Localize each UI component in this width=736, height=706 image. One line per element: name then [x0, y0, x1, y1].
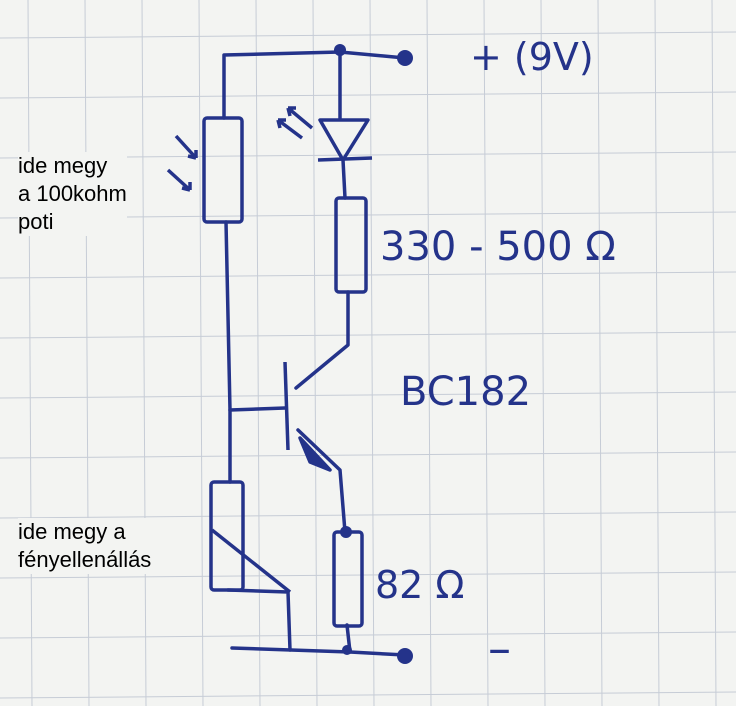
led-resistor-symbol — [334, 196, 368, 294]
grid-line — [0, 691, 736, 699]
handwritten-labels: + (9V) 330 - 500 Ω BC182 82 Ω – — [375, 35, 616, 675]
led-bar — [317, 156, 373, 162]
grid-line — [369, 0, 375, 706]
emitter-resistor-symbol — [332, 530, 364, 628]
emitter-resistor-label: 82 Ω — [375, 563, 464, 607]
grid-line — [597, 0, 603, 706]
grid-line — [0, 391, 736, 399]
transistor-emitter-arrow-icon — [298, 436, 332, 472]
ground-terminal-dot — [397, 648, 413, 664]
potentiometer-note: ide megy a 100kohm poti — [18, 152, 127, 236]
grid-line — [0, 451, 736, 459]
led-to-resistor-wire — [341, 158, 347, 200]
top-node-dot — [334, 44, 346, 56]
grid-line — [540, 0, 546, 706]
grid-line — [654, 0, 660, 706]
supply-terminal-dot — [397, 50, 413, 66]
grid-line — [141, 0, 147, 706]
base-wire — [228, 406, 287, 412]
grid-line — [0, 631, 736, 639]
emitter-wire — [296, 428, 347, 534]
pot-light-arrow-icon — [174, 134, 198, 160]
grid-line — [426, 0, 432, 706]
photoresistor-note: ide megy a fényellenállás — [18, 518, 152, 574]
ground-label: – — [488, 621, 511, 675]
grid-line — [0, 511, 736, 519]
grid-line — [84, 0, 90, 706]
led-triangle — [318, 118, 370, 162]
bottom-rail-wire — [230, 646, 407, 657]
grid-line — [483, 0, 489, 706]
grid-line — [255, 0, 261, 706]
led-light-arrow-icon — [286, 106, 314, 130]
grid-line — [312, 0, 318, 706]
supply-label: + (9V) — [470, 35, 594, 79]
led-resistor-label: 330 - 500 Ω — [380, 224, 616, 270]
grid-line — [0, 271, 736, 279]
grid-line — [198, 0, 204, 706]
grid-line — [0, 31, 736, 39]
led-light-arrow-icon — [276, 118, 304, 140]
grid-line — [27, 0, 33, 706]
potentiometer-symbol — [202, 116, 244, 224]
photoresistor-symbol — [209, 480, 245, 592]
transistor-label: BC182 — [400, 369, 531, 415]
top-rail-wire — [222, 50, 407, 120]
ground-node-dot — [342, 645, 352, 655]
left-branch-wire — [224, 220, 232, 484]
transistor-base-bar — [283, 361, 290, 451]
components — [166, 106, 373, 628]
junction-dots — [334, 44, 413, 664]
emitter-node-dot — [340, 526, 352, 538]
grid-line — [0, 91, 736, 99]
grid-line — [0, 331, 736, 339]
collector-wire — [294, 290, 350, 390]
pot-light-arrow-icon — [166, 168, 192, 192]
photoresistor-slash — [210, 528, 292, 594]
grid-line — [0, 571, 736, 579]
grid-line — [711, 0, 717, 706]
